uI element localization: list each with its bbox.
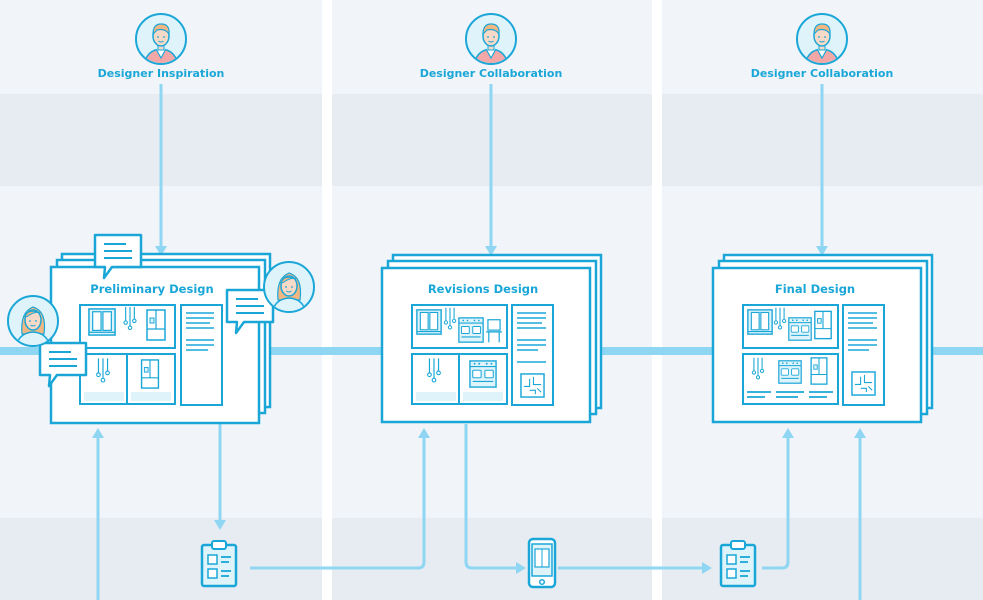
role-label: Designer Collaboration xyxy=(751,67,894,80)
doc-title: Revisions Design xyxy=(428,282,538,296)
final-design-card: Final Design xyxy=(711,253,934,424)
smartphone-icon xyxy=(527,537,557,589)
preliminary-design-card: Preliminary Design xyxy=(49,252,272,425)
revisions-design-card: Revisions Design xyxy=(380,253,603,424)
refrigerator-icon xyxy=(814,310,832,340)
column-2-header: Designer Collaboration xyxy=(420,14,563,80)
floor-plan-icon xyxy=(851,371,876,396)
range-oven-icon xyxy=(778,360,802,384)
doc-title: Preliminary Design xyxy=(90,282,213,296)
role-label: Designer Collaboration xyxy=(420,67,563,80)
column-3-header: Designer Collaboration xyxy=(751,14,894,80)
kitchen-window-icon xyxy=(88,308,116,336)
designer-avatar-icon xyxy=(797,14,847,66)
range-oven-icon xyxy=(469,360,497,388)
kitchen-window-icon xyxy=(416,309,442,335)
column-1-header: Designer Inspiration xyxy=(98,14,225,80)
connectors xyxy=(92,84,866,600)
range-oven-icon xyxy=(788,317,812,341)
doc-title: Final Design xyxy=(775,282,855,296)
role-label: Designer Inspiration xyxy=(98,67,225,80)
designer-avatar-icon xyxy=(136,14,186,66)
reviewer-avatar-icon xyxy=(264,262,314,314)
reviewer-avatar-icon xyxy=(8,296,58,348)
floor-plan-icon xyxy=(520,373,545,398)
clipboard-icon xyxy=(200,539,238,588)
range-oven-icon xyxy=(458,317,484,343)
refrigerator-icon xyxy=(140,359,160,389)
clipboard-icon xyxy=(719,539,757,588)
refrigerator-icon xyxy=(810,357,828,385)
kitchen-window-icon xyxy=(747,309,773,335)
designer-avatar-icon xyxy=(466,14,516,66)
refrigerator-icon xyxy=(146,309,166,341)
